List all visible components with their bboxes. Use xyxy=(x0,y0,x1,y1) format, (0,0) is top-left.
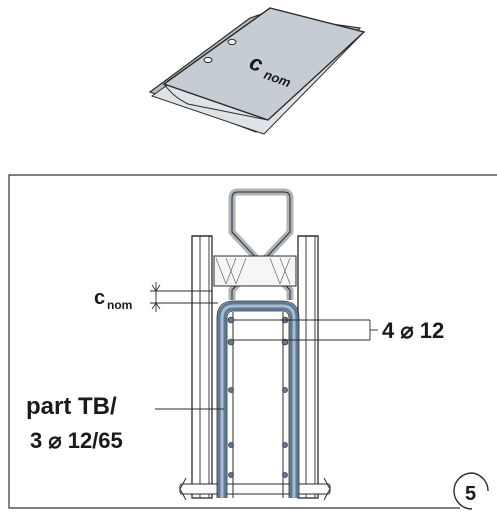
booklet-illustration: c nom xyxy=(148,7,366,135)
binding-hole-icon xyxy=(227,38,237,46)
stirrup-callout: part TB/ 3 ⌀ 12/65 xyxy=(26,393,224,453)
step-badge: 5 xyxy=(453,472,489,510)
top-bars-callout: 4 ⌀ 12 xyxy=(233,318,444,343)
wall-section xyxy=(179,188,331,501)
longitudinal-bars xyxy=(227,316,289,478)
stirrup-label-line2: 3 ⌀ 12/65 xyxy=(30,428,123,453)
cnom-label-c: c xyxy=(94,287,105,309)
step-number: 5 xyxy=(465,483,476,505)
top-bars-label: 4 ⌀ 12 xyxy=(382,318,444,343)
cnom-label-nom: nom xyxy=(107,298,132,312)
stirrup-label-line1: part TB/ xyxy=(26,393,117,420)
binding-hole-icon xyxy=(203,56,213,64)
cnom-dimension: c nom xyxy=(94,282,218,312)
detail-frame xyxy=(8,174,497,509)
